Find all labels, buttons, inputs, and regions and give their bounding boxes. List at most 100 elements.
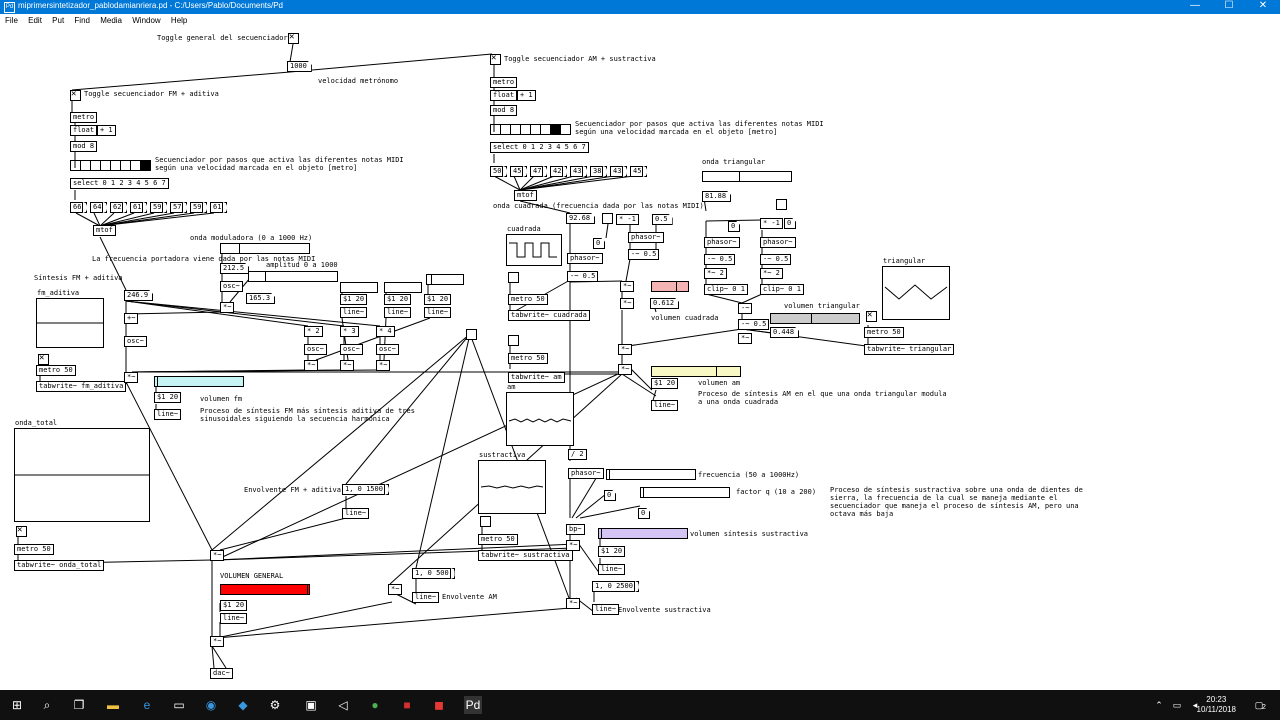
number-metronome[interactable]: 1000 [287, 61, 312, 72]
object-line-sus[interactable]: line~ [598, 564, 626, 575]
object-phasor-sus[interactable]: phasor~ [568, 468, 604, 479]
object-osc-fm[interactable]: osc~ [124, 336, 147, 347]
object-s120-b[interactable]: $1 20 [384, 294, 412, 305]
array-cuadrada[interactable]: cuadrada [506, 225, 562, 266]
toggle-am[interactable] [490, 53, 501, 65]
network-icon[interactable]: ▭ [1172, 700, 1182, 710]
object-mul-mod[interactable]: *~ [220, 302, 235, 313]
task-view-icon[interactable]: ❐ [73, 698, 85, 712]
object-line-env-sus[interactable]: line~ [592, 604, 620, 615]
object-s120-c[interactable]: $1 20 [424, 294, 452, 305]
tray-chevron-icon[interactable]: ⌃ [1155, 700, 1163, 710]
menu-help[interactable]: Help [170, 16, 188, 25]
object-mul-minus1-a[interactable]: * -1 [616, 214, 639, 225]
slider-add-b[interactable] [384, 282, 422, 293]
patch-canvas[interactable]: Toggle general del secuenciador 1000 vel… [0, 28, 1280, 690]
object-osc2-fm[interactable]: osc~ [304, 344, 327, 355]
object-mul-am-out[interactable]: *~ [618, 364, 633, 375]
array-fm-aditiva[interactable]: fm_aditiva [36, 289, 104, 348]
object-phasor-t1[interactable]: phasor~ [704, 237, 740, 248]
object-s120-a[interactable]: $1 20 [340, 294, 368, 305]
message-env-am[interactable]: 1, 0 500 [412, 568, 455, 579]
object-div2[interactable]: / 2 [568, 449, 587, 460]
toggle-fm-aditiva[interactable] [38, 353, 49, 365]
object-line-am[interactable]: line~ [651, 400, 679, 411]
object-tabwrite-total[interactable]: tabwrite~ onda_total [14, 560, 105, 571]
bang-am[interactable] [508, 335, 519, 346]
object-line-b[interactable]: line~ [384, 307, 412, 318]
windows-start-icon[interactable]: ⊞ [11, 698, 23, 712]
app-icon-1[interactable]: ▣ [305, 698, 317, 712]
object-line-env-am[interactable]: line~ [412, 592, 440, 603]
object-tabwrite-cuadrada[interactable]: tabwrite~ cuadrada [508, 310, 590, 321]
message-note-fm-1[interactable]: 66 [70, 202, 88, 213]
message-note-am-6[interactable]: 38 [590, 166, 608, 177]
bang-square[interactable] [602, 213, 613, 224]
object-mulb3[interactable]: *~ [340, 360, 355, 371]
object-phasor-t2[interactable]: phasor~ [760, 237, 796, 248]
maximize-button[interactable]: ☐ [1224, 0, 1234, 11]
message-note-fm-4[interactable]: 61 [130, 202, 148, 213]
object-tabwrite-am[interactable]: tabwrite~ am [508, 372, 565, 383]
object-tabwrite-sus[interactable]: tabwrite~ sustractiva [478, 550, 573, 561]
object-phasor-square[interactable]: phasor~ [567, 253, 603, 264]
object-s120-am[interactable]: $1 20 [651, 378, 679, 389]
app-icon-2[interactable]: ◁ [338, 698, 348, 712]
object-mul-minus1-t[interactable]: * -1 [760, 218, 783, 229]
object-mul-general-in[interactable]: *~ [210, 550, 225, 561]
object-tabwrite-fm[interactable]: tabwrite~ fm_aditiva [36, 381, 127, 392]
object-minus05-a[interactable]: -~ 0.5 [628, 249, 660, 260]
number-0-t2[interactable]: 0 [784, 218, 796, 229]
slider-volumen-fm[interactable] [154, 376, 244, 387]
object-plus1-am[interactable]: + 1 [517, 90, 536, 101]
object-mtof-fm[interactable]: mtof [93, 225, 116, 236]
object-line-fm[interactable]: line~ [154, 409, 182, 420]
object-s120-gen[interactable]: $1 20 [220, 600, 248, 611]
array-onda-total[interactable]: onda_total [14, 419, 150, 522]
object-mul2-t2[interactable]: *~ 2 [760, 268, 783, 279]
bang-envelope[interactable] [466, 329, 477, 340]
number-1653[interactable]: 165.3 [246, 293, 275, 304]
object-mul2-fm[interactable]: * 2 [304, 326, 323, 337]
number-0612[interactable]: 0.612 [650, 298, 679, 309]
toggle-triangular[interactable] [866, 310, 877, 322]
object-minus05-t2[interactable]: -~ 0.5 [760, 254, 792, 265]
menu-put[interactable]: Put [52, 16, 65, 25]
object-clip-t1[interactable]: clip~ 0 1 [704, 284, 748, 295]
notification-icon[interactable]: ▢ [1254, 700, 1264, 710]
array-am[interactable]: am [506, 383, 574, 446]
object-osc4-fm[interactable]: osc~ [376, 344, 399, 355]
number-triangular[interactable]: 81.88 [702, 191, 731, 202]
minimize-button[interactable]: — [1190, 0, 1200, 11]
object-float-fm[interactable]: float [70, 125, 98, 136]
menu-file[interactable]: File [5, 16, 18, 25]
object-osc3-fm[interactable]: osc~ [340, 344, 363, 355]
message-note-fm-2[interactable]: 64 [90, 202, 108, 213]
object-bp-sus[interactable]: bp~ [566, 524, 585, 535]
object-mul-env-sus[interactable]: *~ [566, 598, 581, 609]
app-icon-3[interactable]: ■ [403, 698, 411, 712]
number-2125[interactable]: 212.5 [220, 263, 249, 274]
message-note-am-7[interactable]: 43 [610, 166, 628, 177]
slider-onda-moduladora[interactable] [220, 243, 310, 254]
object-dac[interactable]: dac~ [210, 668, 233, 679]
object-s120-sus[interactable]: $1 20 [598, 546, 626, 557]
message-env-sus[interactable]: 1, 0 2500 [592, 581, 639, 592]
object-select-am[interactable]: select 0 1 2 3 4 5 6 7 [490, 142, 589, 153]
object-metro50-total[interactable]: metro 50 [14, 544, 54, 555]
object-mul2-t1[interactable]: *~ 2 [704, 268, 727, 279]
message-note-fm-3[interactable]: 62 [110, 202, 128, 213]
object-line-gen[interactable]: line~ [220, 613, 248, 624]
object-phasor-a[interactable]: phasor~ [628, 232, 664, 243]
file-explorer-icon[interactable]: ▬ [107, 698, 119, 712]
object-mul-gen[interactable]: *~ [210, 636, 225, 647]
object-mul-t[interactable]: *~ [738, 333, 753, 344]
object-s120-fm[interactable]: $1 20 [154, 392, 182, 403]
chrome-icon[interactable]: ● [371, 698, 379, 712]
object-mul-square[interactable]: *~ [620, 281, 635, 292]
pd-taskbar-icon[interactable]: Pd [464, 696, 482, 714]
slider-onda-triangular[interactable] [702, 171, 792, 182]
object-metro50-cuadrada[interactable]: metro 50 [508, 294, 548, 305]
dropbox-icon[interactable]: ◆ [238, 698, 248, 712]
volume-icon[interactable]: ◂ [1192, 700, 1198, 710]
